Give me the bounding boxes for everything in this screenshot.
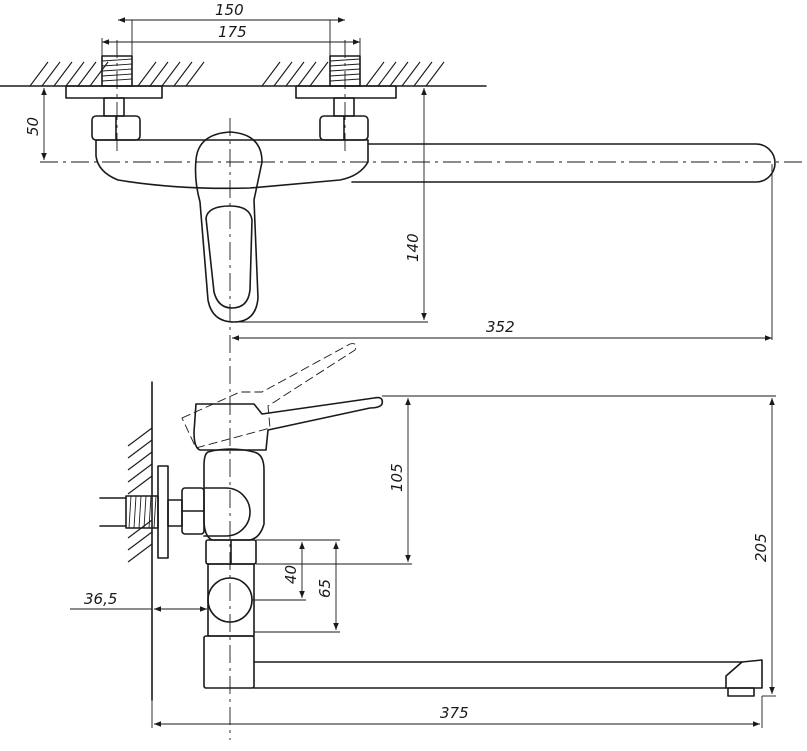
dim-40-label: 40	[282, 565, 300, 584]
nut-right	[319, 115, 369, 141]
dim-375-label: 375	[440, 704, 469, 722]
cartridge-body-side	[203, 448, 265, 541]
front-view	[0, 40, 807, 740]
handle-front	[194, 131, 263, 323]
dimensions-front: 150 175 50 140 352	[24, 1, 773, 341]
spout-side	[253, 659, 763, 689]
aerator-side	[727, 687, 755, 697]
nut-side	[181, 487, 205, 535]
spout-column-side	[207, 563, 255, 637]
dim-36-5-label: 36,5	[84, 590, 117, 608]
handle-grip-front	[205, 205, 253, 309]
wall-hatching-top	[29, 61, 445, 87]
lever-handle-side	[193, 396, 384, 451]
dim-140-label: 140	[404, 233, 422, 262]
spout-front	[351, 143, 776, 183]
side-view	[99, 343, 763, 701]
flange-left	[65, 85, 163, 99]
flange-right	[295, 85, 397, 99]
mixer-body	[95, 139, 369, 190]
dim-150-label: 150	[215, 1, 244, 19]
dim-205-label: 205	[752, 533, 770, 562]
dim-105-label: 105	[388, 463, 406, 492]
flange-side	[157, 465, 169, 559]
dim-50-label: 50	[24, 117, 42, 136]
dimensions-side: 105 205 40 65 36,5 375	[70, 395, 776, 728]
nut-left	[91, 115, 141, 141]
collar-side	[205, 539, 257, 565]
dim-65-label: 65	[316, 579, 334, 598]
dim-352-label: 352	[486, 318, 515, 336]
eccentric-left	[103, 97, 125, 117]
dim-175-label: 175	[218, 23, 247, 41]
lever-ghost-side	[181, 343, 357, 449]
wall-hatching-side	[127, 427, 153, 563]
body-fitting-side	[203, 487, 251, 537]
inlet-thread-side	[125, 495, 159, 529]
swivel-side	[203, 635, 255, 689]
eccentric-right	[333, 97, 355, 117]
